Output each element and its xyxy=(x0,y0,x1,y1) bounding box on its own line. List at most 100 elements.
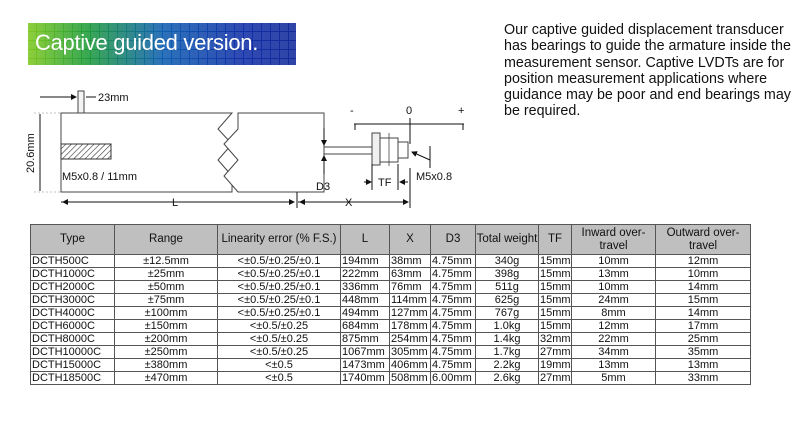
table-cell: 406mm xyxy=(389,358,431,372)
table-cell: 10mm xyxy=(655,267,751,281)
table-cell: ±25mm xyxy=(114,267,218,281)
column-header: Type xyxy=(30,224,115,255)
table-cell: 5mm xyxy=(571,371,656,385)
thread-left xyxy=(60,143,112,160)
table-cell: 684mm xyxy=(340,319,390,333)
table-cell: 4.75mm xyxy=(430,358,476,372)
table-cell: <±0.5/±0.25 xyxy=(217,345,341,359)
table-cell: 625g xyxy=(475,293,539,307)
table-cell: 32mm xyxy=(538,332,572,346)
column-header: TF xyxy=(538,224,572,255)
table-cell: DCTH500C xyxy=(30,254,115,268)
thread-left-label: M5x0.8 / 11mm xyxy=(62,171,137,183)
table-cell: 494mm xyxy=(340,306,390,320)
table-cell: ±250mm xyxy=(114,345,218,359)
table-cell: 4.75mm xyxy=(430,345,476,359)
table-cell: 508mm xyxy=(389,371,431,385)
table-cell: <±0.5/±0.25/±0.1 xyxy=(217,293,341,307)
table-cell: DCTH2000C xyxy=(30,280,115,294)
table-cell: <±0.5/±0.25 xyxy=(217,332,341,346)
table-cell: 27mm xyxy=(538,371,572,385)
table-cell: 511g xyxy=(475,280,539,294)
table-cell: 398g xyxy=(475,267,539,281)
table-cell: <±0.5/±0.25/±0.1 xyxy=(217,267,341,281)
body-left xyxy=(60,112,234,193)
column-header: Inward over-travel xyxy=(571,224,656,255)
table-cell: DCTH15000C xyxy=(30,358,115,372)
table-cell: 305mm xyxy=(389,345,431,359)
body-right xyxy=(223,112,325,193)
end-bearing-tip xyxy=(397,141,409,159)
table-cell: DCTH3000C xyxy=(30,293,115,307)
description-text: Our captive guided displacement transduc… xyxy=(504,22,791,120)
table-cell: 1.4kg xyxy=(475,332,539,346)
table-cell: 10mm xyxy=(571,280,656,294)
table-cell: 4.75mm xyxy=(430,306,476,320)
table-cell: 17mm xyxy=(655,319,751,333)
label-D3: D3 xyxy=(316,181,330,193)
column-header: D3 xyxy=(430,224,476,255)
table-cell: 13mm xyxy=(655,358,751,372)
table-cell: 2.6kg xyxy=(475,371,539,385)
table-cell: 1067mm xyxy=(340,345,390,359)
table-cell: 25mm xyxy=(655,332,751,346)
table-cell: ±150mm xyxy=(114,319,218,333)
table-cell: 10mm xyxy=(571,254,656,268)
table-cell: 1473mm xyxy=(340,358,390,372)
table-cell: ±50mm xyxy=(114,280,218,294)
label-X: X xyxy=(345,197,353,209)
table-cell: 15mm xyxy=(655,293,751,307)
table-cell: 4.75mm xyxy=(430,280,476,294)
table-cell: 1740mm xyxy=(340,371,390,385)
table-cell: 114mm xyxy=(389,293,431,307)
table-cell: 13mm xyxy=(571,358,656,372)
table-cell: 222mm xyxy=(340,267,390,281)
table-cell: 1.7kg xyxy=(475,345,539,359)
gradient-tile-background xyxy=(28,23,296,65)
table-cell: 63mm xyxy=(389,267,431,281)
thread-right-label: M5x0.8 xyxy=(416,171,452,183)
table-cell: 15mm xyxy=(538,293,572,307)
table-cell: 35mm xyxy=(655,345,751,359)
table-cell: 8mm xyxy=(571,306,656,320)
table-cell: 15mm xyxy=(538,319,572,333)
armature-rod xyxy=(323,146,377,155)
table-cell: <±0.5 xyxy=(217,371,341,385)
table-cell: 875mm xyxy=(340,332,390,346)
table-cell: 14mm xyxy=(655,280,751,294)
table-cell: 24mm xyxy=(571,293,656,307)
table-cell: 194mm xyxy=(340,254,390,268)
column-header: Total weight xyxy=(475,224,539,255)
table-cell: <±0.5/±0.25/±0.1 xyxy=(217,254,341,268)
table-cell: ±75mm xyxy=(114,293,218,307)
table-cell: 340g xyxy=(475,254,539,268)
table-cell: 4.75mm xyxy=(430,267,476,281)
table-cell: <±0.5/±0.25/±0.1 xyxy=(217,280,341,294)
table-cell: 6.00mm xyxy=(430,371,476,385)
table-cell: DCTH6000C xyxy=(30,319,115,333)
table-cell: DCTH18500C xyxy=(30,371,115,385)
table-cell: 15mm xyxy=(538,306,572,320)
label-L: L xyxy=(172,197,178,209)
transducer-drawing: 23mm M5x0.8 / 11mm 20.6mm D3 - 0 + M5x0.… xyxy=(25,90,464,209)
label-TF: TF xyxy=(378,177,392,189)
table-cell: 15mm xyxy=(538,254,572,268)
column-header: Outward over-travel xyxy=(655,224,751,255)
table-cell: DCTH8000C xyxy=(30,332,115,346)
table-cell: ±100mm xyxy=(114,306,218,320)
column-header: Range xyxy=(114,224,218,255)
table-cell: 76mm xyxy=(389,280,431,294)
table-cell: 127mm xyxy=(389,306,431,320)
table-cell: 19mm xyxy=(538,358,572,372)
table-cell: ±470mm xyxy=(114,371,218,385)
table-cell: 34mm xyxy=(571,345,656,359)
table-cell: 33mm xyxy=(655,371,751,385)
